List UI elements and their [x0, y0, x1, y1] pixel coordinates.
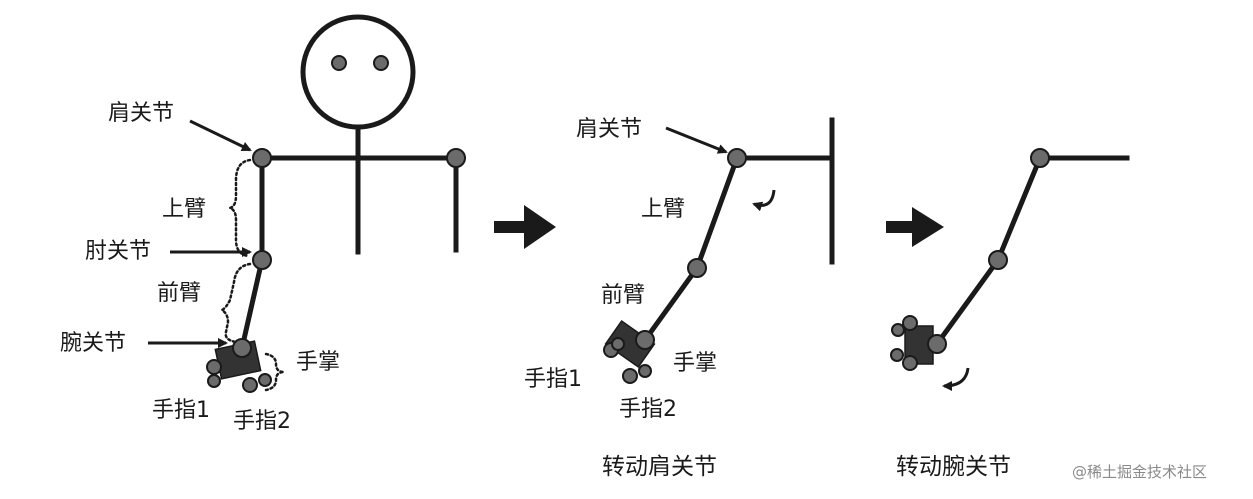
elbow-joint-dot: [252, 250, 272, 270]
watermark: @稀土掘金技术社区: [1072, 463, 1207, 481]
p2-shoulder-label-arrow: [665, 126, 728, 154]
p2-label-finger-1: 手指1: [524, 367, 582, 392]
p2-palm-block: [604, 320, 656, 368]
finger-2-knob: [242, 377, 258, 393]
p3-forearm-bone: [933, 256, 1002, 348]
shoulder-label-arrow: [189, 119, 252, 152]
p2-shoulder-joint-dot: [727, 148, 747, 168]
p3-finger-2-tip: [890, 348, 904, 362]
p2-label-palm: 手掌: [673, 351, 717, 376]
forearm-bone: [239, 257, 265, 351]
p2-elbow-joint-dot: [687, 258, 707, 278]
p3-shoulder-joint-dot: [1030, 148, 1050, 168]
p2-upper-arm-bone: [693, 154, 741, 272]
finger-1-tip: [207, 374, 221, 388]
label-upper-arm: 上臂: [162, 197, 206, 222]
palm-brace: [264, 352, 285, 392]
head: [300, 14, 416, 130]
transition-arrow-1: [494, 205, 556, 249]
label-palm: 手掌: [296, 350, 340, 375]
panel-1-stick-figure: 肩关节 上臂 肘关节 前臂 腕关节 手掌 手指1 手指2: [60, 14, 466, 434]
p3-upper-arm-bone: [994, 154, 1044, 264]
p2-label-upper-arm: 上臂: [641, 197, 685, 222]
shoulder-joint-dot: [252, 148, 272, 168]
upper-arm-brace: [226, 158, 252, 258]
label-finger-2: 手指2: [233, 409, 291, 434]
panel-3-rotate-wrist: 转动腕关节: [890, 148, 1130, 480]
panel-2-rotate-shoulder: 肩关节 上臂 前臂 手掌 手指1 手指2 转动肩关节: [524, 117, 835, 480]
p2-wrist-joint-dot: [635, 330, 655, 350]
p2-finger-2-knob: [622, 368, 638, 384]
p2-finger-1-tip: [611, 337, 625, 351]
label-wrist-joint: 腕关节: [60, 331, 126, 356]
wrist-joint-dot: [232, 338, 252, 358]
p2-caption: 转动肩关节: [602, 454, 717, 480]
label-elbow-joint: 肘关节: [85, 239, 151, 264]
p3-elbow-joint-dot: [988, 250, 1008, 270]
left-eye: [331, 55, 347, 71]
label-finger-1: 手指1: [152, 398, 210, 423]
p2-rotation-arrow: [752, 189, 776, 212]
p2-label-finger-2: 手指2: [619, 397, 677, 422]
p3-finger-1-knob: [902, 315, 918, 331]
p2-finger-2-tip: [638, 364, 652, 378]
finger-1-knob: [206, 359, 222, 375]
p2-label-forearm: 前臂: [601, 283, 645, 308]
label-forearm: 前臂: [157, 281, 201, 306]
p3-finger-2-knob: [902, 355, 918, 371]
p3-wrist-joint-dot: [927, 334, 947, 354]
right-shoulder-dot: [446, 148, 466, 168]
p2-label-shoulder-joint: 肩关节: [576, 117, 642, 142]
forearm-brace: [219, 262, 252, 344]
finger-2-tip: [258, 373, 272, 387]
right-eye: [373, 55, 389, 71]
label-shoulder-joint: 肩关节: [108, 101, 174, 126]
p3-caption: 转动腕关节: [896, 454, 1011, 480]
p3-rotation-arrow: [942, 367, 970, 391]
p2-forearm-bone: [641, 264, 701, 344]
transition-arrow-2: [886, 207, 944, 247]
p3-finger-1-tip: [891, 323, 905, 337]
